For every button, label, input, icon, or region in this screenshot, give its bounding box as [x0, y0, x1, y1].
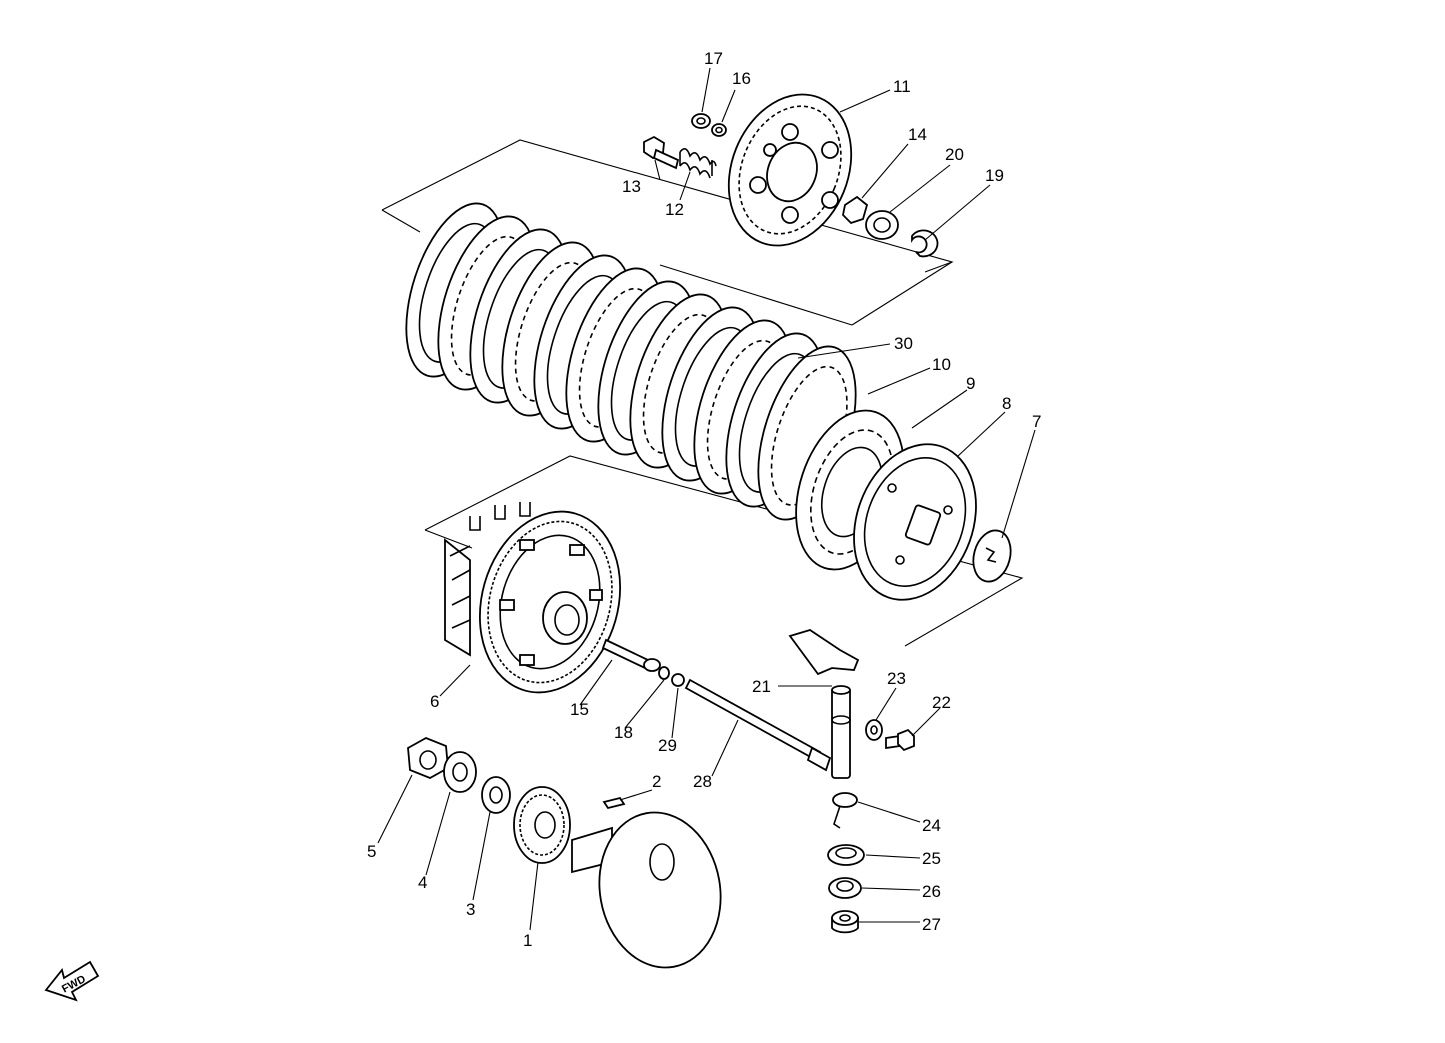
callout-7: 7 — [1032, 412, 1041, 431]
callout-15: 15 — [570, 700, 589, 719]
nut-5 — [407, 737, 449, 779]
callout-12: 12 — [665, 200, 684, 219]
push-plate-14 — [842, 195, 869, 225]
oil-seal-25 — [827, 844, 865, 866]
callout-26: 26 — [922, 882, 941, 901]
primary-drive-gear-1 — [513, 786, 571, 864]
washer-23 — [865, 719, 883, 741]
nut-17 — [691, 113, 711, 129]
leader-lines — [377, 67, 1036, 931]
o-ring-18 — [658, 666, 670, 680]
spring-12 — [679, 148, 717, 179]
washer-16 — [711, 123, 727, 137]
clutch-housing — [444, 502, 622, 694]
callout-2: 2 — [652, 772, 661, 791]
callout-29: 29 — [658, 736, 677, 755]
bolt-13 — [643, 135, 680, 170]
bearing-26 — [828, 877, 862, 899]
callout-16: 16 — [732, 69, 751, 88]
clutch-plate-stack — [405, 202, 857, 521]
bearing-20 — [865, 210, 899, 240]
callout-18: 18 — [614, 723, 633, 742]
push-rod-28 — [684, 678, 832, 772]
callout-3: 3 — [466, 900, 475, 919]
bushing-27 — [831, 910, 859, 934]
lock-washer — [972, 529, 1012, 583]
push-lever-shaft — [788, 629, 860, 779]
callout-6: 6 — [430, 692, 439, 711]
callout-1: 1 — [523, 931, 532, 950]
callout-21: 21 — [752, 677, 771, 696]
callout-27: 27 — [922, 915, 941, 934]
callout-28: 28 — [693, 772, 712, 791]
callout-23: 23 — [887, 669, 906, 688]
bolt-22 — [885, 728, 915, 752]
spring-24 — [832, 792, 858, 829]
callout-19: 19 — [985, 166, 1004, 185]
crankshaft — [571, 811, 722, 969]
pressure-plate — [727, 93, 853, 247]
key-2 — [602, 796, 626, 810]
lock-washer-4 — [443, 751, 477, 793]
callout-5: 5 — [367, 842, 376, 861]
callout-24: 24 — [922, 816, 941, 835]
callout-labels: 17 16 11 14 20 19 13 12 30 10 9 8 7 6 15… — [367, 49, 1041, 950]
callout-10: 10 — [932, 355, 951, 374]
callout-14: 14 — [908, 125, 927, 144]
fwd-arrow-icon: FWD — [44, 960, 100, 1002]
washer-3 — [481, 776, 511, 814]
callout-22: 22 — [932, 693, 951, 712]
callout-17: 17 — [704, 49, 723, 68]
callout-8: 8 — [1002, 394, 1011, 413]
clutch-boss-plate — [853, 443, 977, 601]
callout-9: 9 — [966, 374, 975, 393]
callout-30: 30 — [894, 334, 913, 353]
push-rod-15 — [601, 638, 661, 672]
callout-4: 4 — [418, 873, 427, 892]
ball-29 — [671, 673, 685, 687]
callout-11: 11 — [893, 77, 911, 96]
callout-20: 20 — [945, 145, 964, 164]
callout-25: 25 — [922, 849, 941, 868]
callout-13: 13 — [622, 177, 641, 196]
circlip-19 — [911, 229, 939, 258]
